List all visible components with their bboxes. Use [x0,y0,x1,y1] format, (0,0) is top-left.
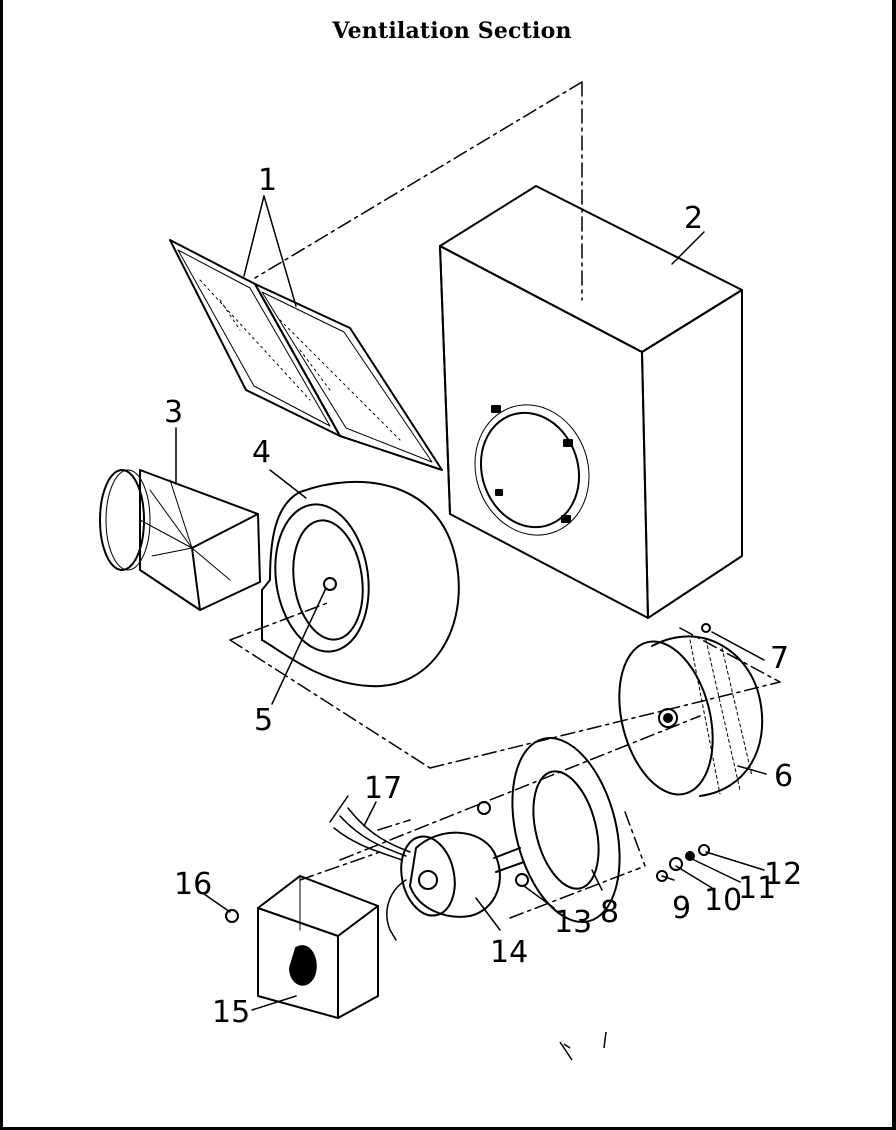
motor-leads [329,795,411,861]
motor [386,831,525,941]
motor-cover [257,875,379,1019]
callout-16: 16 [174,867,212,902]
callout-3: 3 [164,395,183,430]
callout-2: 2 [684,201,703,236]
hardware [225,623,711,923]
page-border-left [0,0,3,1130]
callout-labels: 1 2 3 4 5 6 7 8 9 10 11 12 13 14 15 16 1… [164,163,802,1030]
callout-14: 14 [490,935,528,970]
callout-4: 4 [252,435,271,470]
callout-15: 15 [212,995,250,1030]
cabinet-box [439,185,743,619]
callout-17: 17 [364,771,402,806]
callout-13: 13 [554,905,592,940]
callout-1: 1 [258,163,277,198]
diagram-title: Ventilation Section [332,18,572,44]
callout-5: 5 [254,703,273,738]
callout-8: 8 [600,895,619,930]
inlet-hood [99,469,261,611]
callout-9: 9 [672,891,691,926]
page-border-bottom [0,1127,896,1130]
blower-housing [261,480,460,688]
mounting-ring [511,736,621,924]
leader-lines [175,195,767,1011]
callout-11: 11 [738,871,776,906]
blower-wheel [618,635,764,797]
scan-marks [559,1031,607,1061]
callout-10: 10 [704,883,742,918]
filter-panels [169,239,443,471]
callout-7: 7 [770,641,789,676]
callout-12: 12 [764,857,802,892]
alignment-lines [229,81,781,919]
callout-6: 6 [774,759,793,794]
page-border-right [892,0,896,1130]
